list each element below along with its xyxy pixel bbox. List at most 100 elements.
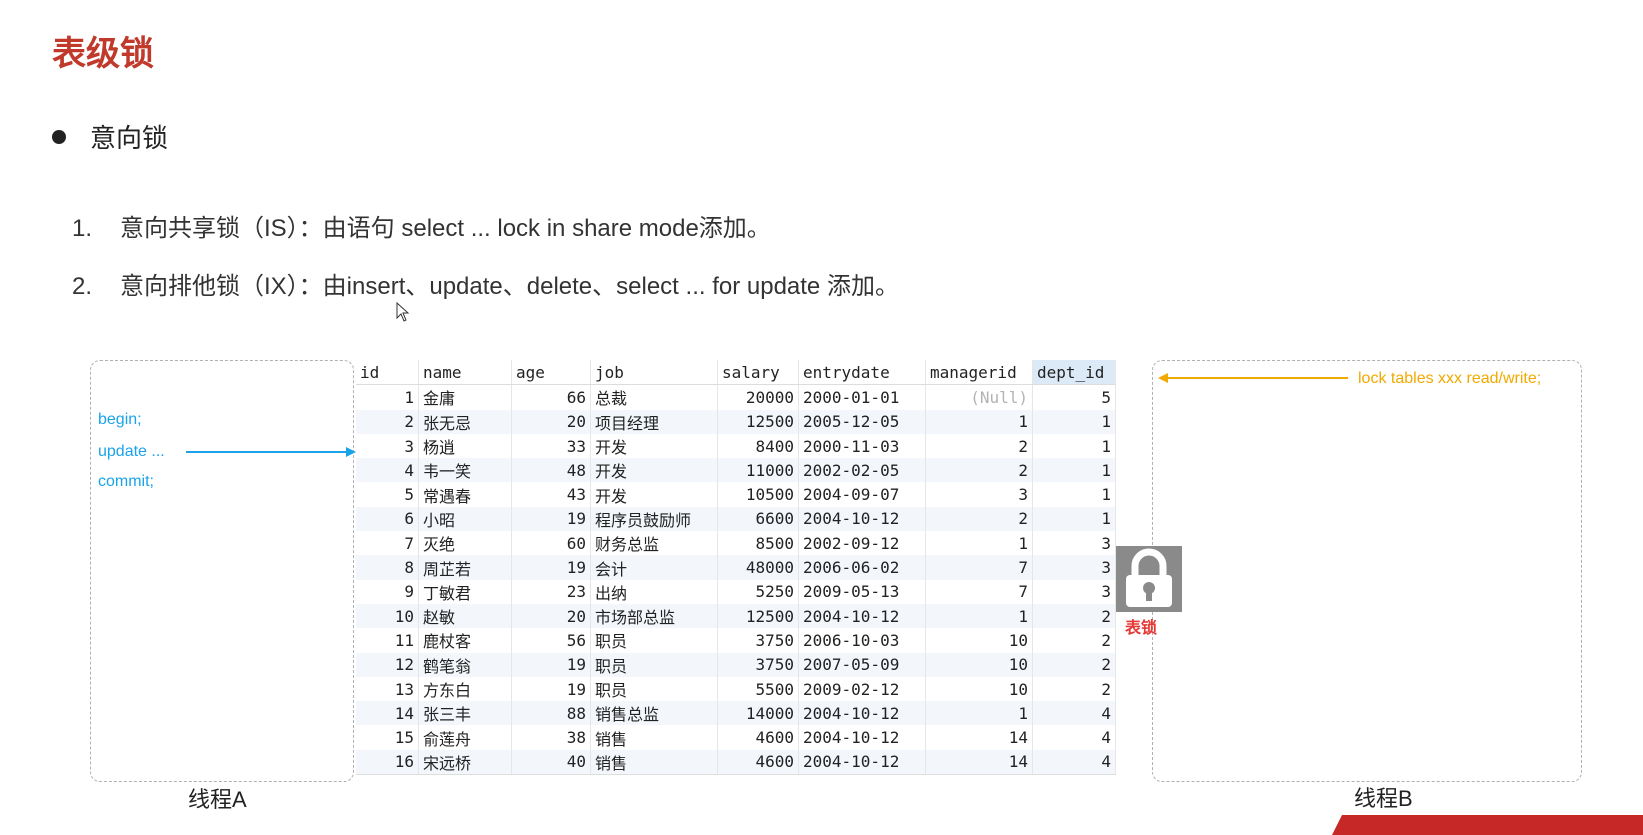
list-item-ix: 2. 意向排他锁（IX）：由insert、update、delete、select…	[72, 266, 899, 301]
table-cell-name: 赵敏	[418, 603, 512, 629]
table-cell-age: 66	[511, 384, 591, 410]
table-cell-id: 12	[356, 652, 419, 677]
table-cell-salary: 12500	[717, 409, 799, 434]
table-cell-entrydate: 2004-10-12	[798, 725, 926, 750]
table-cell-salary: 14000	[717, 701, 799, 726]
table-cell-salary: 10500	[717, 482, 799, 507]
page-title: 表级锁	[52, 35, 154, 73]
table-cell-dept_id: 3	[1032, 579, 1116, 604]
table-cell-id: 2	[356, 409, 419, 434]
table-cell-dept_id: 2	[1032, 603, 1116, 629]
table-cell-dept_id: 2	[1032, 652, 1116, 677]
table-cell-dept_id: 4	[1032, 725, 1116, 750]
table-cell-dept_id: 1	[1032, 409, 1116, 434]
padlock-icon	[1116, 546, 1182, 612]
table-cell-id: 6	[356, 506, 419, 532]
table-cell-job: 开发	[590, 458, 718, 483]
column-header: managerid	[925, 360, 1033, 386]
thread-b-panel	[1152, 360, 1582, 782]
table-cell-managerid: 14	[925, 725, 1033, 750]
column-header: dept_id	[1032, 360, 1116, 386]
table-cell-entrydate: 2004-10-12	[798, 749, 926, 776]
table-cell-managerid: 10	[925, 676, 1033, 702]
table-cell-salary: 5250	[717, 579, 799, 604]
table-cell-job: 总裁	[590, 384, 718, 410]
table-cell-name: 韦一笑	[418, 458, 512, 483]
bullet-dot	[52, 129, 66, 144]
table-cell-managerid: 2	[925, 433, 1033, 459]
table-cell-job: 程序员鼓励师	[590, 506, 718, 532]
table-cell-salary: 4600	[717, 749, 799, 776]
table-cell-age: 20	[511, 603, 591, 629]
column-header: entrydate	[798, 360, 926, 386]
table-cell-dept_id: 1	[1032, 458, 1116, 483]
table-cell-dept_id: 5	[1032, 384, 1116, 410]
table-cell-salary: 11000	[717, 458, 799, 483]
table-cell-job: 职员	[590, 676, 718, 702]
table-cell-name: 张三丰	[418, 701, 512, 726]
table-cell-age: 19	[511, 652, 591, 677]
table-cell-age: 48	[511, 458, 591, 483]
list-item-text: 意向排他锁（IX）：由insert、update、delete、select .…	[120, 273, 899, 300]
table-cell-age: 19	[511, 676, 591, 702]
table-cell-name: 鹤笔翁	[418, 652, 512, 677]
table-header-row: id name age job salary entrydate manager…	[356, 360, 1116, 386]
table-cell-dept_id: 2	[1032, 676, 1116, 702]
table-cell-entrydate: 2005-12-05	[798, 409, 926, 434]
table-cell-managerid: (Null)	[925, 384, 1033, 410]
table-cell-name: 金庸	[418, 384, 512, 410]
table-cell-name: 俞莲舟	[418, 725, 512, 750]
column-header: name	[418, 360, 512, 386]
table-cell-managerid: 1	[925, 409, 1033, 434]
table-cell-age: 56	[511, 628, 591, 653]
table-cell-entrydate: 2007-05-09	[798, 652, 926, 677]
table-cell-dept_id: 1	[1032, 482, 1116, 507]
table-cell-id: 8	[356, 555, 419, 580]
table-cell-entrydate: 2000-11-03	[798, 433, 926, 459]
code-commit: commit;	[98, 473, 154, 490]
table-cell-managerid: 14	[925, 749, 1033, 776]
bullet-heading-text: 意向锁	[90, 123, 169, 153]
table-cell-managerid: 10	[925, 652, 1033, 677]
cursor-icon	[396, 302, 410, 322]
table-cell-name: 丁敏君	[418, 579, 512, 604]
table-cell-salary: 12500	[717, 603, 799, 629]
bullet-heading: 意向锁	[52, 118, 168, 155]
table-cell-name: 灭绝	[418, 531, 512, 556]
table-cell-entrydate: 2004-10-12	[798, 506, 926, 532]
table-cell-job: 市场部总监	[590, 603, 718, 629]
table-cell-entrydate: 2004-10-12	[798, 603, 926, 629]
table-cell-salary: 3750	[717, 628, 799, 653]
table-cell-job: 职员	[590, 628, 718, 653]
table-cell-id: 14	[356, 701, 419, 726]
table-cell-id: 7	[356, 531, 419, 556]
table-cell-job: 项目经理	[590, 409, 718, 434]
list-item-number: 1.	[72, 215, 93, 242]
table-cell-job: 销售	[590, 725, 718, 750]
table-cell-dept_id: 1	[1032, 433, 1116, 459]
table-cell-job: 开发	[590, 433, 718, 459]
table-cell-entrydate: 2004-10-12	[798, 701, 926, 726]
list-item-number: 2.	[72, 273, 93, 300]
table-cell-managerid: 3	[925, 482, 1033, 507]
table-cell-age: 43	[511, 482, 591, 507]
code-begin: begin;	[98, 411, 142, 428]
table-cell-id: 9	[356, 579, 419, 604]
table-cell-salary: 3750	[717, 652, 799, 677]
